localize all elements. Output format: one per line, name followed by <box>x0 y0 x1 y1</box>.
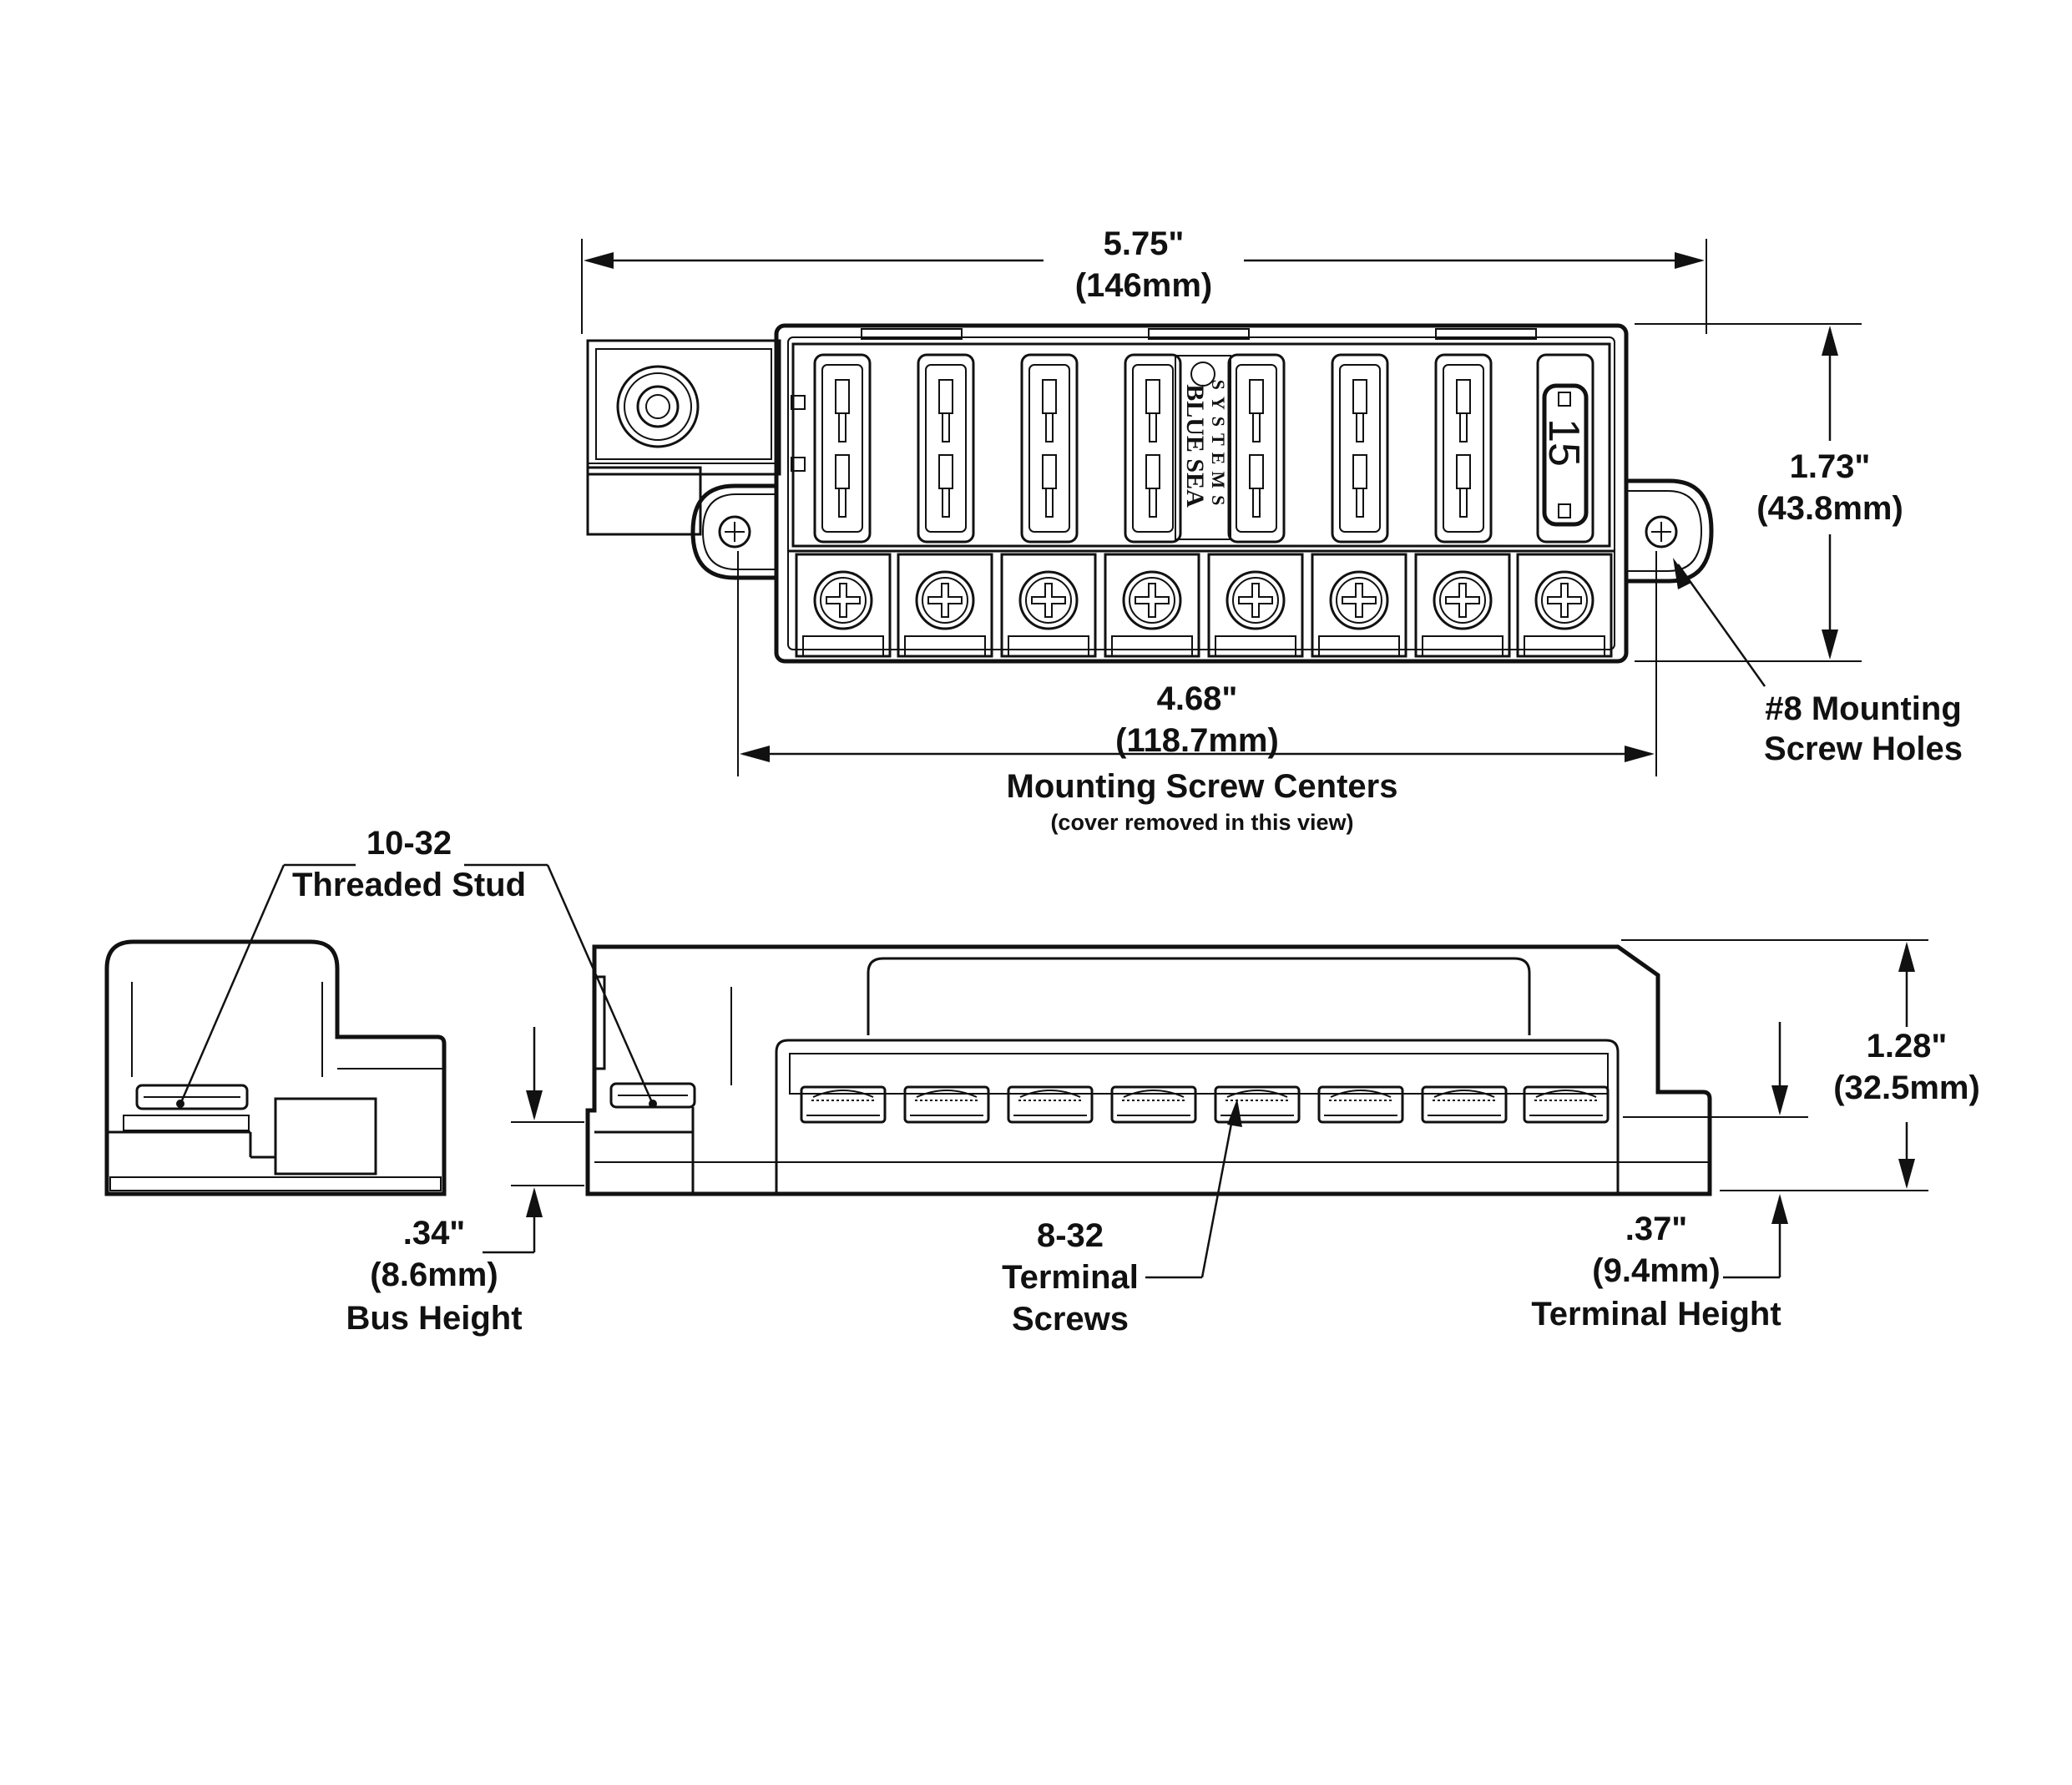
overall-length-dimension: 5.75" (146mm) <box>581 225 1707 334</box>
mount-holes-line2: Screw Holes <box>1764 731 1963 767</box>
fuse-2 <box>917 353 975 544</box>
side-terminal-1 <box>800 1085 887 1124</box>
overall-width-dimension: 1.73" (43.8mm) <box>1635 323 1903 662</box>
fuse-7 <box>1434 353 1493 544</box>
mount-centers-dimension: 4.68" (118.7mm) Mounting Screw Centers (… <box>737 551 1657 835</box>
terminal-screws-line3: Screws <box>1012 1301 1129 1337</box>
terminal-5 <box>1207 553 1304 658</box>
fuse-6 <box>1331 353 1389 544</box>
terminal-height-value: .37" <box>1625 1211 1688 1247</box>
terminal-6 <box>1311 553 1407 658</box>
terminal-4 <box>1104 553 1200 658</box>
side-terminal-5 <box>1214 1085 1301 1124</box>
side-terminal-3 <box>1007 1085 1094 1124</box>
mount-centers-value: 4.68" <box>1157 680 1238 717</box>
terminal-8 <box>1516 553 1613 658</box>
logo-line1: BLUE SEA <box>1181 384 1209 508</box>
terminal-height-caption: Terminal Height <box>1531 1296 1781 1332</box>
terminal-row <box>795 553 1613 658</box>
overall-length-metric: (146mm) <box>1075 267 1213 304</box>
side-terminal-6 <box>1317 1085 1404 1124</box>
overall-width-value: 1.73" <box>1790 448 1871 485</box>
overall-height-value: 1.28" <box>1867 1028 1948 1064</box>
overall-width-metric: (43.8mm) <box>1756 490 1903 527</box>
stud-line2: Threaded Stud <box>292 867 526 903</box>
bus-height-dimension: .34" (8.6mm) Bus Height <box>346 1027 584 1337</box>
bus-height-caption: Bus Height <box>346 1300 522 1337</box>
top-view: 15 BLUE SEA SYSTEMS <box>586 323 1714 664</box>
terminal-3 <box>1000 553 1097 658</box>
fuse-rating-label: 15 <box>1539 418 1588 467</box>
terminal-7 <box>1414 553 1511 658</box>
mount-centers-metric: (118.7mm) <box>1115 722 1279 759</box>
terminal-screws-line1: 8-32 <box>1037 1217 1104 1254</box>
stud-line1: 10-32 <box>366 825 452 862</box>
terminal-height-dimension: .37" (9.4mm) Terminal Height <box>1531 1022 1808 1332</box>
stud-callout: 10-32 Threaded Stud <box>176 825 657 1108</box>
fuse-4 <box>1124 353 1182 544</box>
mount-centers-caption: Mounting Screw Centers <box>1007 768 1398 805</box>
end-view <box>104 939 447 1196</box>
side-terminal-4 <box>1110 1085 1197 1124</box>
cover-removed-note: (cover removed in this view) <box>1050 810 1353 835</box>
fuse-row: 15 <box>813 353 1594 544</box>
brand-logo: BLUE SEA SYSTEMS <box>1175 355 1231 540</box>
side-terminal-7 <box>1421 1085 1508 1124</box>
mounting-hole-left <box>690 483 776 580</box>
threaded-stud-icon <box>616 365 700 448</box>
bus-stud-block <box>586 339 781 536</box>
terminal-height-metric: (9.4mm) <box>1592 1252 1720 1289</box>
overall-height-metric: (32.5mm) <box>1833 1069 1980 1106</box>
fuse-1 <box>813 353 872 544</box>
terminal-2 <box>897 553 993 658</box>
terminal-screws-callout: 8-32 Terminal Screws <box>1002 1099 1242 1337</box>
overall-length-value: 5.75" <box>1104 225 1185 262</box>
bus-height-value: .34" <box>403 1215 466 1252</box>
terminal-screws-line2: Terminal <box>1002 1259 1139 1296</box>
terminal-1 <box>795 553 892 658</box>
fuse-5 <box>1227 353 1286 544</box>
fuse-8: 15 <box>1536 353 1594 544</box>
side-terminal-2 <box>903 1085 990 1124</box>
overall-height-dimension: 1.28" (32.5mm) <box>1621 939 1980 1191</box>
side-terminal-8 <box>1523 1085 1610 1124</box>
side-view <box>585 944 1712 1196</box>
mounting-hole-right <box>1626 478 1714 584</box>
mount-holes-callout: #8 Mounting Screw Holes <box>1673 558 1963 767</box>
logo-line2: SYSTEMS <box>1208 380 1229 513</box>
mount-holes-line1: #8 Mounting <box>1765 690 1962 727</box>
fuse-3 <box>1020 353 1079 544</box>
bus-height-metric: (8.6mm) <box>370 1257 498 1293</box>
